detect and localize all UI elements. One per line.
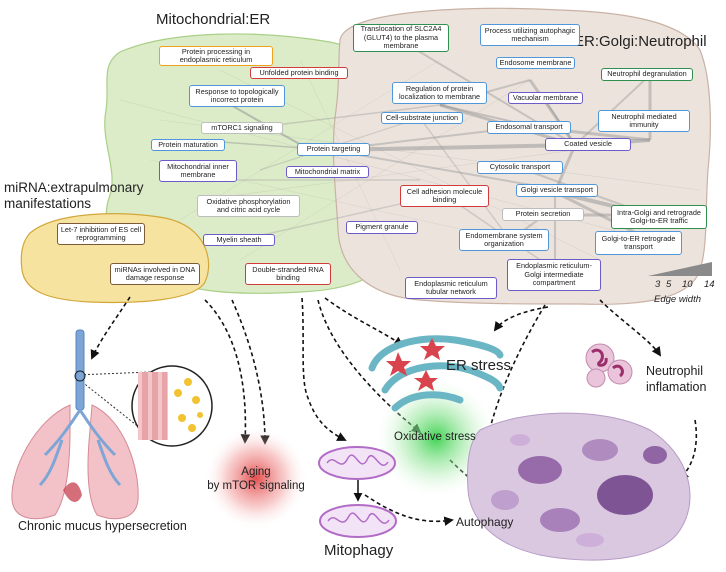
node-neutrophil-degranulation: Neutrophil degranulation: [601, 68, 693, 81]
node-coated-vesicle: Coated vesicle: [545, 138, 631, 151]
node-translocation-slc2a4: Translocation of SLC2A4 (GLUT4) to the p…: [353, 24, 449, 52]
node-pigment-granule: Pigment granule: [346, 221, 418, 234]
outcome-mitophagy: Mitophagy: [324, 542, 394, 559]
node-mirnas-dna-damage: miRNAs involved in DNA damage response: [110, 263, 200, 285]
node-er-golgi-intermediate: Endoplasmic reticulum-Golgi intermediate…: [507, 259, 601, 291]
node-response-incorrect-protein: Response to topologically incorrect prot…: [189, 85, 285, 107]
node-endosome-membrane: Endosome membrane: [496, 57, 575, 69]
lungs-illustration: [11, 329, 139, 520]
neutrophils-illustration: [585, 343, 633, 388]
node-myelin-sheath: Myelin sheath: [203, 234, 275, 246]
outcome-er-stress: ER stress: [446, 357, 512, 374]
oxidative-stress-glow: [374, 376, 498, 500]
node-autophagic-mechanism: Process utilizing autophagic mechanism: [480, 24, 580, 46]
outcome-autophagy: Autophagy: [456, 515, 514, 529]
cluster-title-mitochondrial-er: Mitochondrial:ER: [156, 11, 271, 28]
cluster-title-mirna: miRNA:extrapulmonary manifestations: [4, 180, 144, 211]
legend-tick-5: 5: [666, 279, 672, 290]
node-intra-golgi-retrograde: Intra-Golgi and retrograde Golgi-to-ER t…: [611, 205, 707, 229]
node-cytosolic-transport: Cytosolic transport: [477, 161, 563, 174]
node-let7-inhibition: Let-7 inhibition of ES cell reprogrammin…: [57, 223, 145, 245]
node-er-tubular-network: Endoplasmic reticulum tubular network: [405, 277, 497, 299]
node-protein-targeting: Protein targeting: [297, 143, 370, 156]
node-protein-maturation: Protein maturation: [151, 139, 225, 151]
node-protein-processing-er: Protein processing in endoplasmic reticu…: [159, 46, 273, 66]
mitochondria-illustration: [318, 446, 397, 538]
node-mtorc1-signaling: mTORC1 signaling: [201, 122, 283, 134]
edge-width-legend-wedge: [648, 262, 712, 276]
legend-tick-10: 10: [682, 279, 693, 290]
node-mitochondrial-matrix: Mitochondrial matrix: [286, 166, 369, 178]
aging-glow: [204, 426, 308, 530]
node-regulation-protein-localization: Regulation of protein localization to me…: [392, 82, 487, 104]
er-illustration: [368, 335, 504, 412]
legend-title: Edge width: [654, 294, 702, 305]
node-endosomal-transport: Endosomal transport: [487, 121, 571, 134]
node-vacuolar-membrane: Vacuolar membrane: [508, 92, 583, 104]
autophagy-cell-illustration: [467, 412, 691, 561]
node-oxidative-phosphorylation: Oxidative phosphorylation and citric aci…: [197, 195, 300, 217]
node-endomembrane-system-organization: Endomembrane system organization: [459, 229, 549, 251]
outcome-oxidative-stress: Oxidative stress: [394, 431, 476, 443]
outcome-neutrophil-inflammation: Neutrophil inflamation: [646, 364, 707, 394]
outcome-chronic-mucus: Chronic mucus hypersecretion: [18, 519, 187, 533]
node-golgi-vesicle-transport: Golgi vesicle transport: [516, 184, 598, 197]
legend-tick-3: 3: [655, 279, 661, 290]
cluster-title-er-golgi-neutrophil: ER:Golgi:Neutrophil: [574, 33, 707, 50]
node-mitochondrial-inner-membrane: Mitochondrial inner membrane: [159, 160, 237, 182]
node-cell-adhesion-molecule-binding: Cell adhesion molecule binding: [400, 185, 489, 207]
node-golgi-to-er-retrograde: Golgi-to-ER retrograde transport: [595, 231, 682, 255]
node-protein-secretion: Protein secretion: [502, 208, 584, 221]
node-unfolded-protein-binding: Unfolded protein binding: [250, 67, 348, 79]
node-neutrophil-mediated-immunity: Neutrophil mediated immunity: [598, 110, 690, 132]
node-double-stranded-rna-binding: Double-stranded RNA binding: [245, 263, 331, 285]
outcome-aging: Aging by mTOR signaling: [207, 466, 305, 492]
legend-tick-14: 14: [704, 279, 715, 290]
node-cell-substrate-junction: Cell-substrate junction: [381, 112, 463, 124]
epithelium-zoom-illustration: [131, 365, 213, 447]
